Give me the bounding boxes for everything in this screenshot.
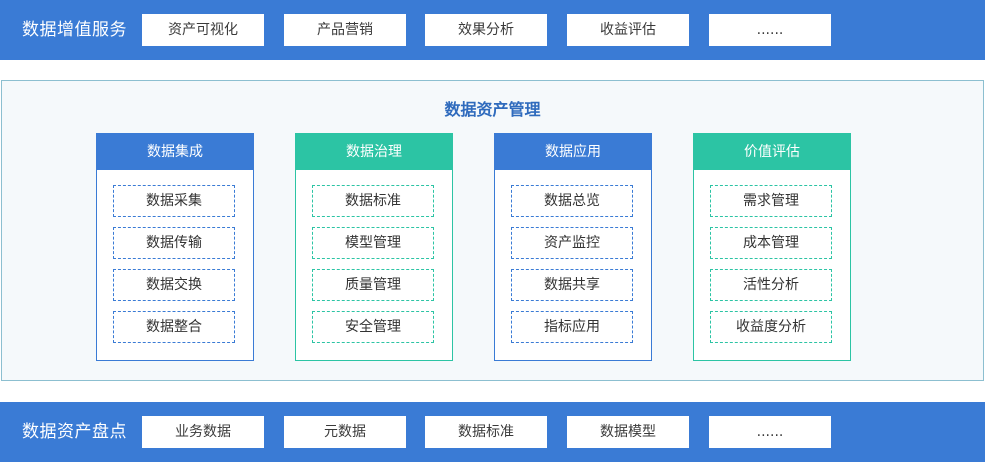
panel-title: 数据资产管理 bbox=[444, 100, 541, 119]
column-governance-item: 数据标准 bbox=[312, 185, 434, 217]
top-band-title: 数据增值服务 bbox=[22, 20, 127, 40]
column-valuation-item: 需求管理 bbox=[710, 185, 832, 217]
column-valuation-header: 价值评估 bbox=[694, 134, 850, 170]
column-application-header: 数据应用 bbox=[495, 134, 651, 170]
column-valuation-item: 收益度分析 bbox=[710, 311, 832, 343]
bottom-chip-1: 元数据 bbox=[284, 416, 406, 448]
column-integration-item: 数据整合 bbox=[113, 311, 235, 343]
asset-management-panel: 数据资产管理 数据集成 数据采集 数据传输 数据交换 数据整合 数据治理 数据标… bbox=[1, 80, 984, 381]
column-valuation-item: 活性分析 bbox=[710, 269, 832, 301]
top-chip-1: 产品营销 bbox=[284, 14, 406, 46]
column-governance-header: 数据治理 bbox=[296, 134, 452, 170]
column-valuation-item: 成本管理 bbox=[710, 227, 832, 259]
column-integration-item: 数据交换 bbox=[113, 269, 235, 301]
column-application-item: 数据共享 bbox=[511, 269, 633, 301]
column-governance: 数据治理 数据标准 模型管理 质量管理 安全管理 bbox=[295, 133, 453, 361]
bottom-chip-2: 数据标准 bbox=[425, 416, 547, 448]
column-application-item: 指标应用 bbox=[511, 311, 633, 343]
bottom-band-title: 数据资产盘点 bbox=[22, 422, 127, 442]
column-governance-item: 安全管理 bbox=[312, 311, 434, 343]
top-band: 数据增值服务 资产可视化 产品营销 效果分析 收益评估 ...... bbox=[0, 0, 985, 60]
top-chip-3: 收益评估 bbox=[567, 14, 689, 46]
column-application-item: 资产监控 bbox=[511, 227, 633, 259]
column-integration: 数据集成 数据采集 数据传输 数据交换 数据整合 bbox=[96, 133, 254, 361]
bottom-chip-4: ...... bbox=[709, 416, 831, 448]
top-chip-0: 资产可视化 bbox=[142, 14, 264, 46]
column-application: 数据应用 数据总览 资产监控 数据共享 指标应用 bbox=[494, 133, 652, 361]
column-integration-header: 数据集成 bbox=[97, 134, 253, 170]
column-integration-item: 数据传输 bbox=[113, 227, 235, 259]
column-application-item: 数据总览 bbox=[511, 185, 633, 217]
bottom-band: 数据资产盘点 业务数据 元数据 数据标准 数据模型 ...... bbox=[0, 402, 985, 462]
bottom-chip-3: 数据模型 bbox=[567, 416, 689, 448]
column-governance-item: 质量管理 bbox=[312, 269, 434, 301]
column-governance-item: 模型管理 bbox=[312, 227, 434, 259]
column-integration-item: 数据采集 bbox=[113, 185, 235, 217]
bottom-chip-0: 业务数据 bbox=[142, 416, 264, 448]
top-chip-2: 效果分析 bbox=[425, 14, 547, 46]
top-chip-4: ...... bbox=[709, 14, 831, 46]
column-valuation: 价值评估 需求管理 成本管理 活性分析 收益度分析 bbox=[693, 133, 851, 361]
